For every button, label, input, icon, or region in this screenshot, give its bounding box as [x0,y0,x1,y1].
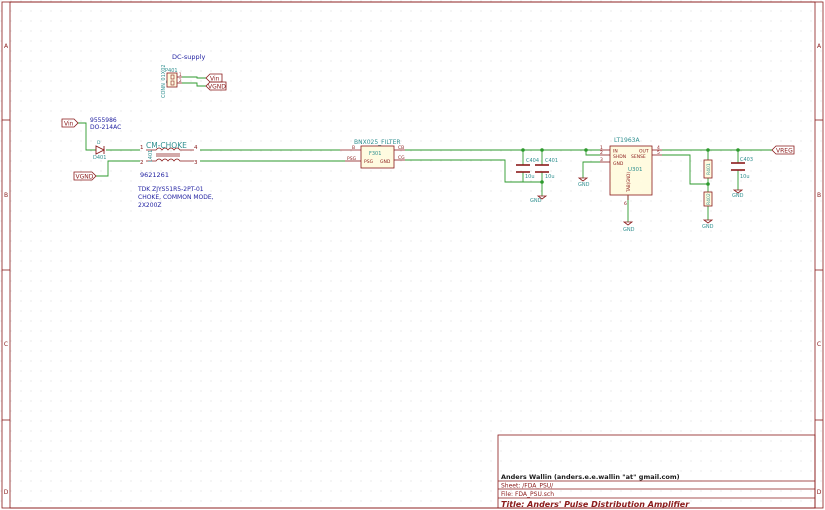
connector-ref: P401 [165,68,178,74]
gnd-regulator-label: GND [623,227,635,233]
regulator-pin-num-1: 1 [600,145,603,151]
c401-ref: C401 [545,158,558,164]
filter-pin-gnd: GND [380,159,391,165]
vin-flag-top[interactable]: Vin [205,73,223,83]
regulator-pin-in: IN [613,149,618,155]
dc-supply-label: DC-supply [172,53,205,61]
r401-ref: R401 [706,163,712,175]
choke-description-line-2: CHOKE, COMMON MODE, [138,194,214,201]
vgnd-flag-left-label: VGND [76,174,94,181]
vreg-flag[interactable]: VREG [771,145,795,155]
title-block-sheet: Sheet: /FDA_PSU/ [501,483,554,490]
c401-value: 10u [545,174,555,180]
vgnd-flag-top[interactable]: VGND [205,81,227,91]
choke-description-line-3: 2X200Z [138,202,162,209]
row-label-right-a: A [817,43,822,50]
regulator-pin-num-6: 6 [624,201,627,207]
diode-d401[interactable] [95,145,106,155]
regulator-value: LT1963A [614,137,640,144]
r402-ref: R402 [706,193,712,205]
c404-ref: C404 [526,158,539,164]
choke-description-line-1: TDK ZJYS51R5-2PT-01 [137,186,204,193]
gnd-symbol-c403 [732,189,744,194]
vin-flag-top-label: Vin [210,76,220,83]
c404-value: 10u [525,174,535,180]
choke-pin-4: 4 [194,145,198,151]
filter-pin-cg: CG [398,155,405,161]
regulator-pin-sense: SENSE [631,154,646,160]
wires [78,76,772,222]
diode-package: DO-214AC [90,124,121,131]
vin-flag-left-label: Vin [64,121,74,128]
regulator-pin-shdn: SHDN [613,154,626,160]
diode-value: D [97,140,101,146]
filter-value: BNX025_FILTER [354,139,401,146]
filter-f301[interactable] [340,145,405,169]
choke-l401[interactable] [146,147,194,162]
diode-part-number: 9555986 [90,117,117,124]
filter-pin-cb: CB [398,145,404,151]
vin-flag-left[interactable]: Vin [61,118,79,128]
gnd-shdn-label: GND [578,182,590,188]
title-block-title: Title: Anders' Pulse Distribution Amplif… [501,500,690,509]
resistor-r402[interactable] [703,191,713,207]
regulator-ref: U301 [628,167,643,173]
regulator-pin-num-3: 3 [600,157,603,163]
diode-ref: D401 [93,155,106,161]
title-block-file: File: FDA_PSU.sch [501,491,554,498]
title-block-author: Anders Wallin (anders.e.e.wallin "at" gm… [501,473,680,481]
choke-pin-2: 2 [140,160,144,166]
row-label-right-c: C [817,341,821,348]
capacitor-c404[interactable] [516,164,530,173]
filter-ref: F301 [369,151,381,157]
gnd-symbol-resistors [702,219,714,224]
row-label-left-d: D [4,489,9,496]
gnd-resistors-label: GND [702,224,714,230]
filter-pin-psg-outer: PSG [347,156,357,162]
connector-value: CONN_01X02 [161,64,167,98]
c403-value: 10u [740,174,750,180]
title-block [497,434,816,509]
filter-pin-psg-inner: PSG [364,159,374,165]
regulator-u301[interactable] [600,145,662,200]
row-label-right-b: B [817,192,821,199]
resistor-r401[interactable] [703,159,713,179]
junctions [521,148,740,186]
capacitor-c403[interactable] [731,162,745,171]
row-label-right-d: D [817,489,822,496]
regulator-pin-tab: TAB(GND) [626,172,631,193]
connector-p401[interactable] [166,72,182,88]
vreg-flag-label: VREG [776,148,793,155]
gnd-symbol-regulator [622,221,634,226]
choke-pin-1: 1 [140,145,144,151]
row-label-left-c: C [4,341,8,348]
gnd-caps-label: GND [530,198,542,204]
row-label-left-a: A [4,43,9,50]
gnd-symbol-caps [536,195,548,200]
filter-pin-b: B [352,145,355,151]
capacitor-c401[interactable] [535,164,549,173]
row-label-left-b: B [4,192,8,199]
regulator-pin-out: OUT [639,149,649,155]
connector-pin-1: 1 [179,72,182,77]
regulator-pin-num-5: 5 [657,150,660,156]
regulator-pin-num-4: 4 [657,145,660,151]
regulator-pin-num-2: 2 [600,150,603,156]
connector-pin-2: 2 [179,78,182,83]
vgnd-flag-top-label: VGND [208,84,226,91]
vgnd-flag-left[interactable]: VGND [73,171,97,181]
regulator-pin-gnd: GND [613,161,624,167]
choke-part-number: 9621261 [140,171,169,179]
choke-value: CM-CHOKE [146,141,187,150]
gnd-symbol-shdn [577,177,589,182]
choke-ref: L401 [148,150,154,162]
choke-pin-3: 3 [194,160,198,166]
c403-ref: C403 [740,157,753,163]
gnd-c403-label: GND [732,193,744,199]
